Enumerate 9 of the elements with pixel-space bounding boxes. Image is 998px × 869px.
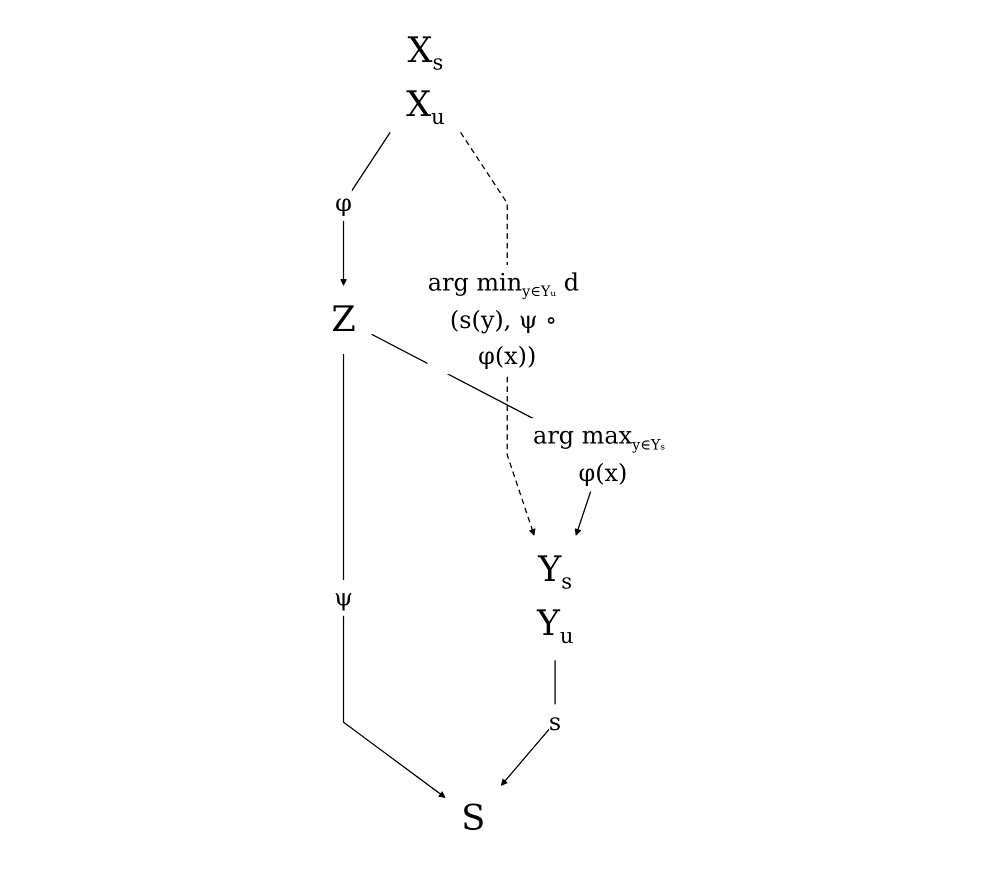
node-text: S xyxy=(461,798,486,838)
node-text: Z xyxy=(331,298,356,340)
edge-label: φ xyxy=(335,189,352,218)
arrow xyxy=(342,354,446,798)
edge-label: arg min$_{y∈Yᵤ}$ d (s(y), ψ ∘ φ(x)) xyxy=(428,269,580,370)
edge-label: arg max$_{y∈Yₛ}$ φ(x) xyxy=(533,422,666,488)
edge-label: s xyxy=(548,708,562,736)
edge-label: ψ xyxy=(334,584,353,612)
node-text: X$_{s}$ X$_{u}$ xyxy=(406,30,445,130)
